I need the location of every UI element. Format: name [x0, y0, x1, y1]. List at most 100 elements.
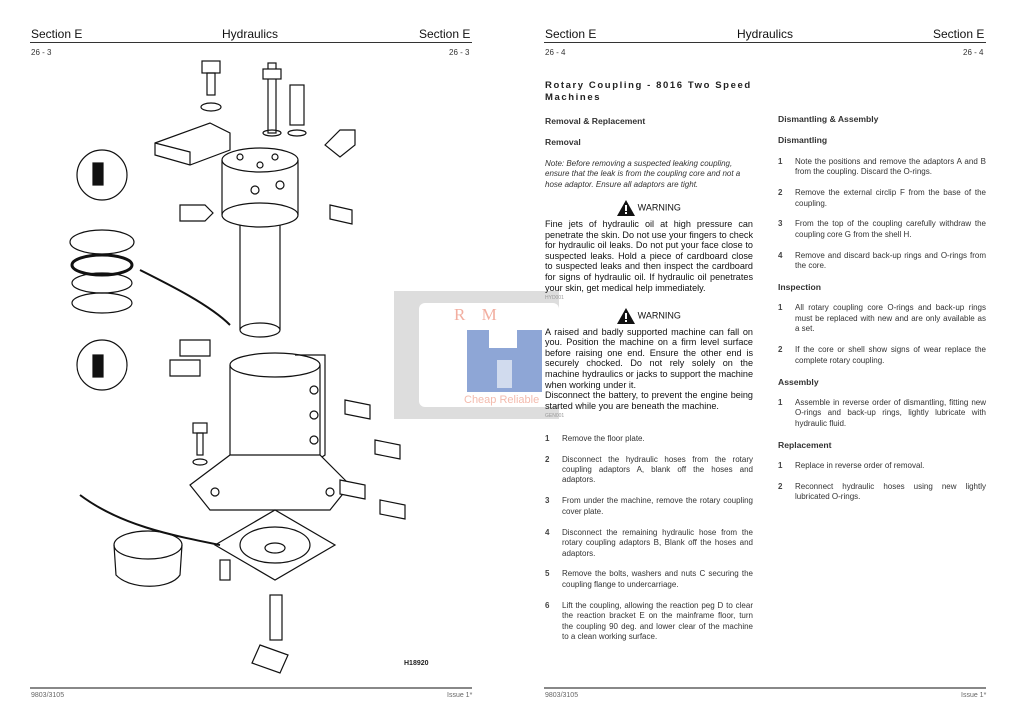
- step-item: 4 Remove and discard back-up rings and O-…: [778, 251, 986, 272]
- left-header-section-right: Section E: [419, 27, 471, 41]
- wrench-logo-icon: [467, 330, 542, 392]
- coupling-shell-part: [189, 352, 351, 511]
- step-item: 2 Disconnect the hydraulic hoses from the…: [545, 455, 753, 486]
- step-item: 5 Remove the bolts, washers and nuts C se…: [545, 569, 753, 590]
- step-item: 6 Lift the coupling, allowing the reactio…: [545, 601, 753, 643]
- step-item: 3 From under the machine, remove the rota…: [545, 496, 753, 517]
- warning-1-header: WARNING: [545, 200, 753, 217]
- bolt-part: [200, 60, 222, 112]
- step-number: 3: [545, 496, 550, 506]
- step-text: Disconnect the remaining hydraulic hose …: [562, 527, 753, 558]
- heading-removal: Removal: [545, 137, 581, 148]
- step-text: Remove and discard back-up rings and O-r…: [795, 250, 986, 271]
- heading-dismantling-assembly: Dismantling & Assembly: [778, 114, 879, 124]
- note-text: Note: Before removing a suspected leakin…: [545, 158, 741, 189]
- warning-2-text-battery: Disconnect the battery, to prevent the e…: [545, 390, 753, 411]
- left-footer-rule: [30, 687, 472, 689]
- step-text: Remove the floor plate.: [562, 433, 645, 443]
- right-footer-rule: [544, 687, 986, 689]
- step-text: All rotary coupling core O-rings and bac…: [795, 303, 986, 334]
- step-number: 2: [778, 345, 783, 355]
- right-column-left: Rotary Coupling - 8016 Two Speed Machine…: [545, 80, 753, 653]
- step-text: Assemble in reverse order of dismantling…: [795, 397, 986, 428]
- step-number: 6: [545, 600, 550, 610]
- step-item: 1 Note the positions and remove the adapt…: [778, 157, 986, 178]
- warning-1-text: Fine jets of hydraulic oil at high press…: [545, 219, 753, 293]
- step-text: Note the positions and remove the adapto…: [795, 156, 986, 177]
- figure-reference: H18920: [404, 660, 429, 667]
- left-header-rule: [30, 42, 472, 43]
- warning-triangle-icon: [617, 307, 636, 324]
- right-page-number-right: 26 - 4: [963, 48, 984, 57]
- step-number: 4: [545, 527, 550, 537]
- step-number: 2: [778, 481, 783, 491]
- detail-inset-top: [76, 149, 128, 201]
- right-column-right: Dismantling & Assembly Dismantling 1 Note…: [778, 114, 986, 513]
- right-header-rule: [544, 42, 986, 43]
- step-text: Remove the external circlip F from the b…: [795, 188, 986, 208]
- watermark-logo: R M: [454, 305, 503, 324]
- left-page-number: 26 - 3: [31, 48, 52, 57]
- step-text: Reconnect hydraulic hoses using new ligh…: [795, 481, 986, 502]
- step-item: 1 Assemble in reverse order of dismantlin…: [778, 398, 986, 429]
- heading-assembly: Assembly: [778, 376, 819, 387]
- step-item: 1 Remove the floor plate.: [545, 434, 753, 444]
- inspection-steps-list: 1 All rotary coupling core O-rings and ba…: [778, 303, 986, 366]
- step-item: 1 All rotary coupling core O-rings and ba…: [778, 303, 986, 334]
- step-number: 2: [545, 454, 550, 464]
- replacement-steps-list: 1 Replace in reverse order of removal. 2 Re…: [778, 461, 986, 503]
- left-page-number-right: 26 - 3: [449, 48, 470, 57]
- watermark: R M Cheap Reliable: [394, 291, 559, 419]
- step-item: 1 Replace in reverse order of removal.: [778, 461, 986, 471]
- right-page-number: 26 - 4: [545, 48, 566, 57]
- right-footer-issue: Issue 1*: [961, 692, 987, 699]
- right-header-section: Section E: [545, 27, 597, 41]
- step-text: Replace in reverse order of removal.: [795, 461, 925, 471]
- heading-dismantling: Dismantling: [778, 135, 828, 146]
- step-item: 4 Disconnect the remaining hydraulic hose…: [545, 528, 753, 559]
- right-footer-doc-no: 9803/3105: [545, 692, 579, 699]
- heading-replacement: Replacement: [778, 439, 832, 450]
- warning-2-text: A raised and badly supported machine can…: [545, 326, 753, 390]
- warning-2-header: WARNING: [545, 307, 753, 324]
- article-title: Rotary Coupling - 8016 Two Speed Machine…: [545, 80, 752, 103]
- step-number: 5: [545, 569, 550, 579]
- step-text: From the top of the coupling carefully w…: [795, 219, 986, 239]
- warning-triangle-icon: [617, 200, 636, 217]
- coupling-core-part: [221, 147, 299, 338]
- heading-inspection: Inspection: [778, 282, 821, 293]
- step-number: 2: [778, 188, 783, 198]
- step-text: Remove the bolts, washers and nuts C sec…: [562, 569, 753, 589]
- right-header-title: Hydraulics: [737, 27, 794, 41]
- step-item: 3 From the top of the coupling carefully …: [778, 219, 986, 240]
- detail-inset-bottom: [76, 339, 128, 391]
- left-header-section: Section E: [31, 27, 83, 41]
- warning-1-code: HYD001: [545, 295, 564, 302]
- left-footer-issue: Issue 1*: [447, 692, 473, 699]
- cover-plate-part: [213, 509, 337, 581]
- dismantling-steps-list: 1 Note the positions and remove the adapt…: [778, 157, 986, 272]
- step-text: From under the machine, remove the rotar…: [562, 496, 753, 516]
- warning-2-label: WARNING: [637, 309, 681, 320]
- left-header-title: Hydraulics: [222, 27, 279, 41]
- step-number: 1: [778, 303, 783, 313]
- step-text: Disconnect the hydraulic hoses from the …: [562, 454, 753, 485]
- warning-2-code: GEN001: [545, 413, 565, 420]
- left-footer-doc-no: 9803/3105: [31, 692, 65, 699]
- right-header-section-right: Section E: [933, 27, 985, 41]
- step-item: 2 If the core or shell show signs of wear…: [778, 345, 986, 366]
- step-number: 1: [778, 156, 783, 166]
- step-text: Lift the coupling, allowing the reaction…: [562, 600, 753, 641]
- step-number: 3: [778, 219, 783, 229]
- heading-removal-replacement: Removal & Replacement: [545, 116, 646, 126]
- step-text: If the core or shell show signs of wear …: [795, 345, 986, 365]
- step-number: 4: [778, 250, 783, 260]
- step-number: 1: [545, 433, 550, 443]
- step-number: 1: [778, 397, 783, 407]
- warning-1-label: WARNING: [637, 202, 681, 213]
- watermark-tagline: Cheap Reliable: [464, 394, 540, 406]
- exploded-diagram-rotary-coupling: [69, 60, 406, 674]
- assembly-steps-list: 1 Assemble in reverse order of dismantlin…: [778, 398, 986, 429]
- step-number: 1: [778, 461, 783, 471]
